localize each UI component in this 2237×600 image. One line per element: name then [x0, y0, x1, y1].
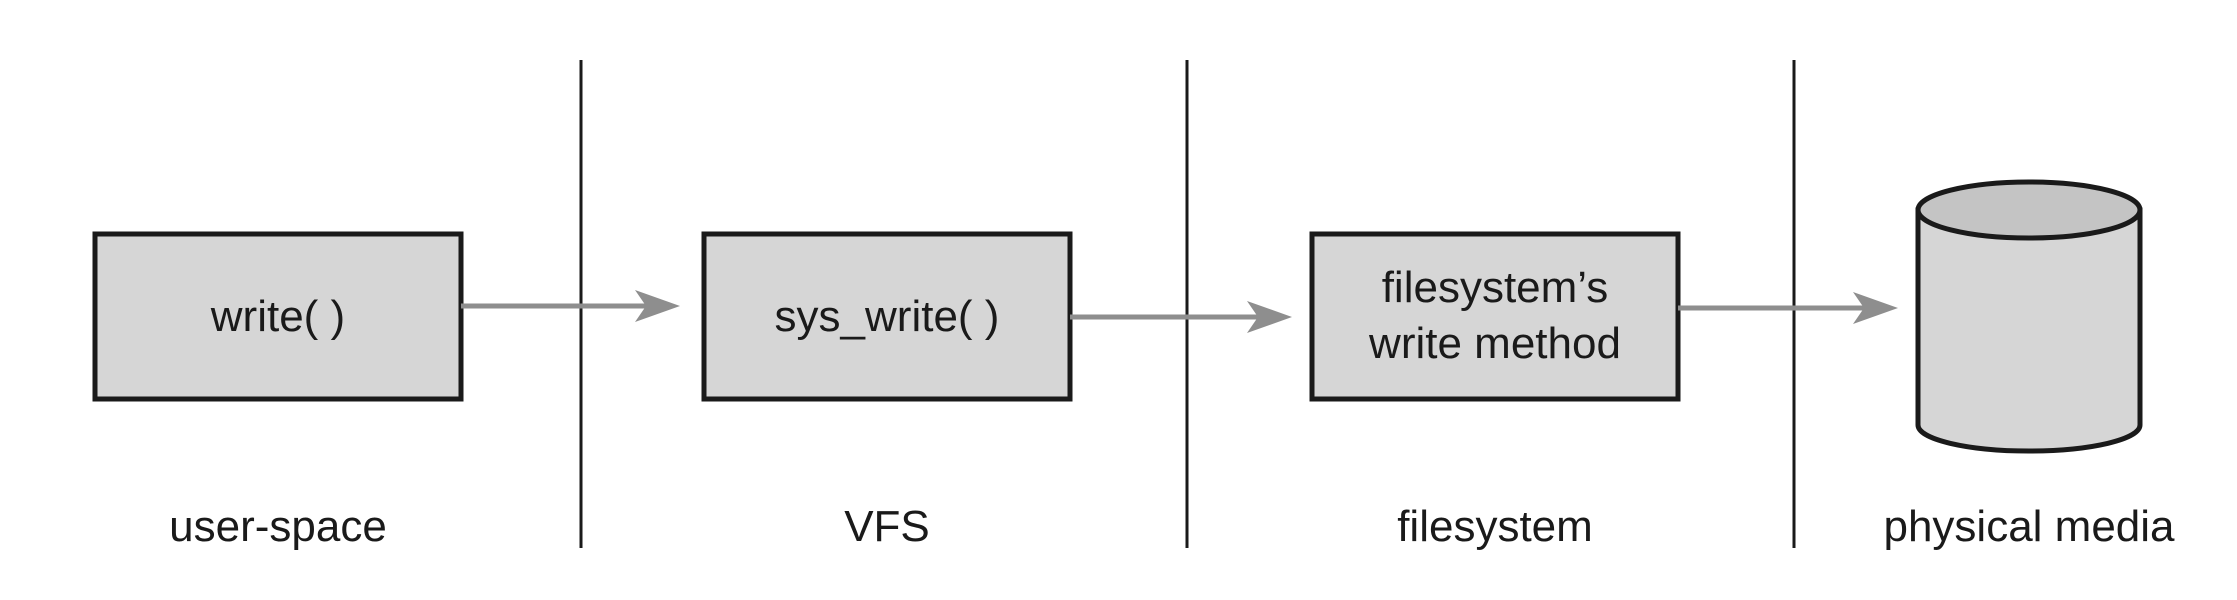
sys-write-box-rect — [701, 231, 1073, 402]
layer-label-physical-media: physical media — [1883, 502, 2175, 551]
fs-method-box-label-line2: write method — [1368, 319, 1621, 368]
layer-label-vfs: VFS — [844, 502, 930, 551]
sys-write-box: sys_write( ) — [701, 231, 1073, 402]
fs-method-box-rect — [1309, 231, 1681, 402]
filesystem-write-method-box: filesystem’s write method — [1309, 231, 1681, 402]
write-box-label: write( ) — [210, 292, 345, 341]
arrow-right-icon — [1678, 292, 1898, 324]
fs-method-box-label-line1: filesystem’s — [1382, 263, 1609, 312]
arrow-right-icon — [461, 290, 680, 322]
layer-label-filesystem: filesystem — [1397, 502, 1593, 551]
write-box-rect — [92, 231, 464, 402]
arrow-right-icon — [1070, 301, 1292, 333]
write-call-box: write( ) — [92, 231, 464, 402]
layer-label-user-space: user-space — [169, 502, 387, 551]
disk-cylinder-icon — [1915, 179, 2143, 454]
sys-write-box-label: sys_write( ) — [775, 292, 1000, 341]
